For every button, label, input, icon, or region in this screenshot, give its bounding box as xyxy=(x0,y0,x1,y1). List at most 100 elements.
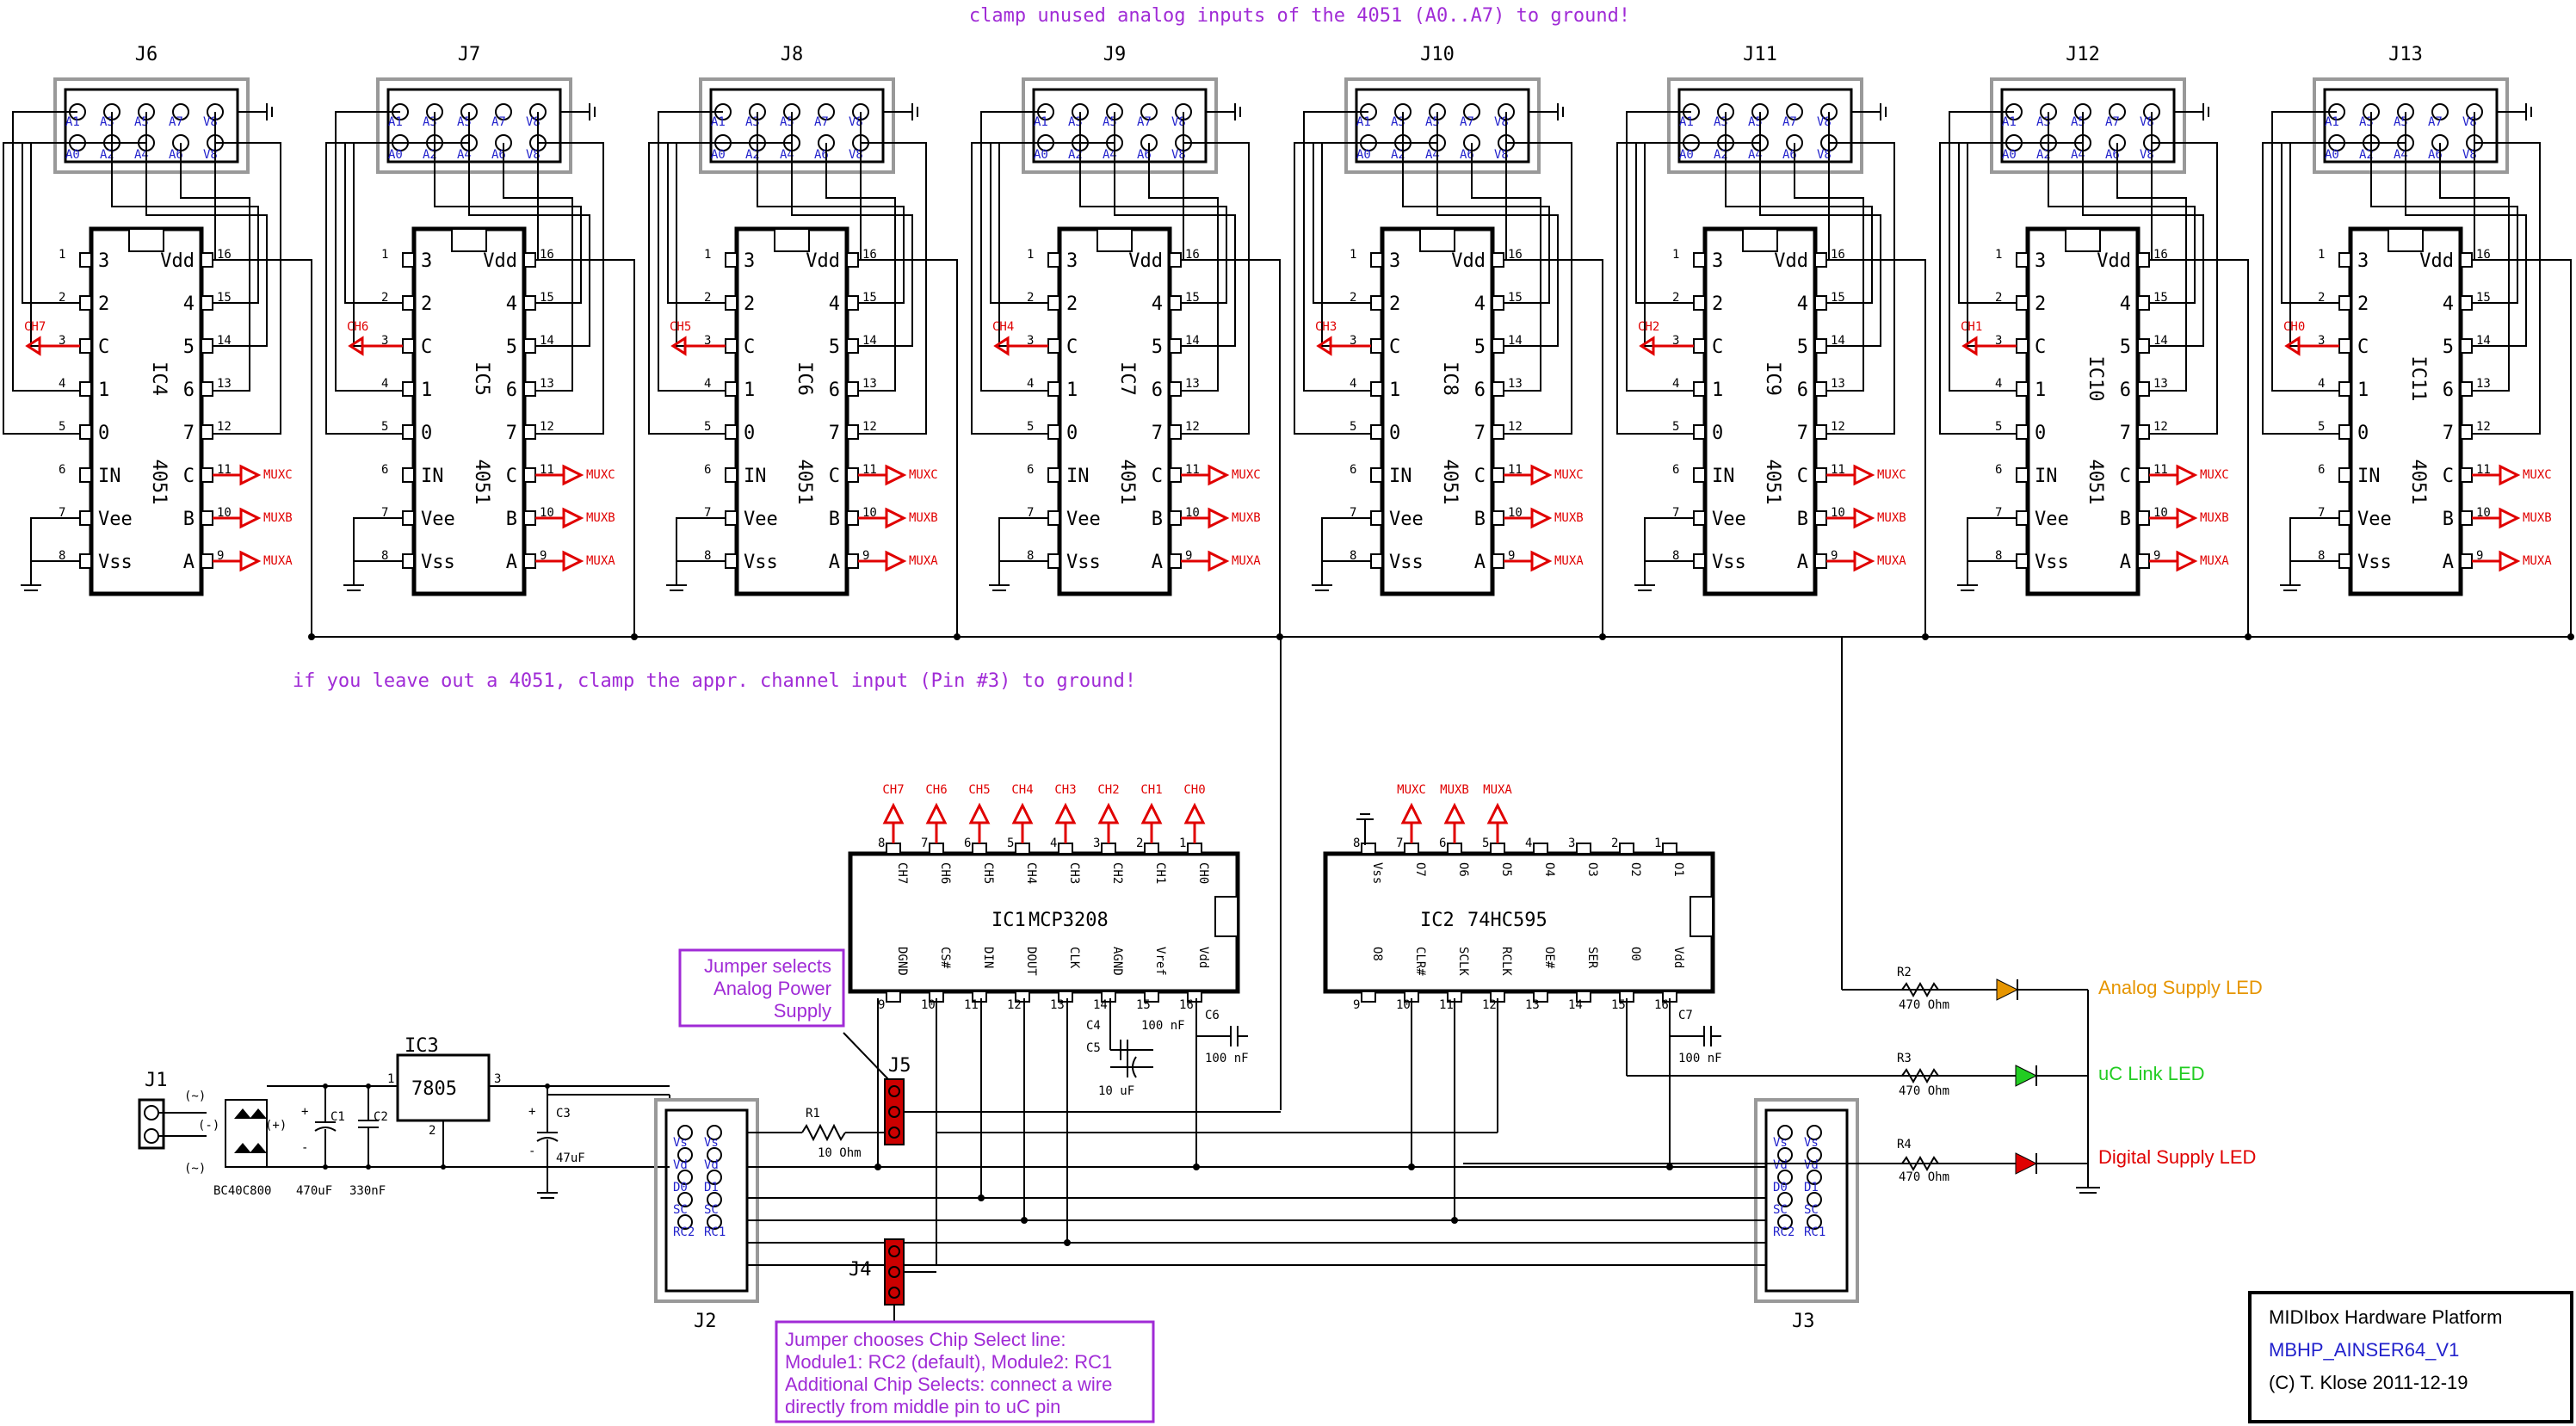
signal-label: MUXB xyxy=(1440,783,1469,797)
mux-ic-body xyxy=(2025,226,2140,596)
header10-pin-label: Vs xyxy=(673,1136,688,1150)
header-pin-label: V8 xyxy=(526,115,541,129)
mux-pin-name: 7 xyxy=(506,423,517,444)
mux-pin-number: 4 xyxy=(1672,377,1679,391)
select-label: MUXC xyxy=(1554,468,1584,482)
mux-pin-number: 1 xyxy=(1995,248,2002,262)
c1-plus: + xyxy=(301,1105,308,1119)
mux-pin-number: 10 xyxy=(1508,506,1523,520)
header10-pin-label: RC1 xyxy=(1804,1225,1825,1239)
header-pin-label: A5 xyxy=(134,115,149,129)
c1-minus: - xyxy=(301,1141,308,1155)
pin-name: O8 xyxy=(1370,947,1384,961)
c6-label: C6 xyxy=(1205,1009,1220,1022)
header10-pin-label: Vs xyxy=(704,1136,719,1150)
r4-label: R4 xyxy=(1897,1138,1912,1151)
mux-pin-name: C xyxy=(1474,466,1486,487)
mux-pin-name: 3 xyxy=(1712,250,1723,272)
mux-pin-name: 4 xyxy=(2120,293,2131,315)
mux-ic-part: 4051 xyxy=(1762,460,1783,505)
header-pin-label: A2 xyxy=(745,148,760,162)
pin-name: DGND xyxy=(895,947,909,976)
pin-number: 4 xyxy=(1525,836,1532,850)
mux-pin-name: A xyxy=(1797,552,1808,573)
mux-pin-number: 11 xyxy=(2153,463,2168,477)
select-arrow-icon xyxy=(2499,507,2521,529)
mux-pin-name: 1 xyxy=(1389,380,1400,401)
mux-pin-number: 8 xyxy=(1350,549,1356,563)
pin-number: 3 xyxy=(1093,836,1100,850)
header10-pin-label: RC1 xyxy=(704,1225,726,1239)
mux-pin-number: 13 xyxy=(217,377,232,391)
r4-value: 470 Ohm xyxy=(1899,1170,1949,1184)
j4-note-line4: directly from middle pin to uC pin xyxy=(785,1396,1060,1417)
j4-jumper[interactable] xyxy=(884,1238,905,1306)
mux-pin-name: Vdd xyxy=(2419,250,2454,272)
mux-pin-name: 4 xyxy=(1152,293,1163,315)
j1-connector xyxy=(138,1098,165,1150)
mux-pin-name: 3 xyxy=(2357,250,2369,272)
mux-pin-number: 10 xyxy=(540,506,554,520)
connector-label: J9 xyxy=(1103,44,1127,65)
select-arrow-icon xyxy=(562,550,584,572)
mux-pin-number: 16 xyxy=(540,248,554,262)
header10-pin-label: D0 xyxy=(673,1181,688,1195)
mux-ic-part: 4051 xyxy=(148,460,170,505)
mux-pin-name: 5 xyxy=(1797,336,1808,358)
mux-pin-name: B xyxy=(829,509,840,530)
digital-supply-led-label: Digital Supply LED xyxy=(2098,1146,2256,1168)
mux-pin-name: C xyxy=(1389,336,1400,358)
select-arrow-icon xyxy=(885,464,907,486)
signal-label: CH5 xyxy=(968,783,990,797)
ic2-part: 74HC595 xyxy=(1467,910,1547,931)
mux-pin-number: 4 xyxy=(1350,377,1356,391)
pin-name: Vref xyxy=(1153,947,1167,976)
mux-pin-name: Vee xyxy=(2357,509,2392,530)
analog-led-icon xyxy=(1996,978,2019,1001)
pin-name: DOUT xyxy=(1024,947,1038,976)
select-arrow-icon xyxy=(1530,550,1553,572)
digital-led-icon xyxy=(2015,1152,2038,1175)
j5-jumper[interactable] xyxy=(884,1078,905,1145)
mux-pin-number: 6 xyxy=(1027,463,1034,477)
select-arrow-icon xyxy=(239,507,262,529)
header-pin-label: A6 xyxy=(1460,148,1474,162)
header-pin-label: A4 xyxy=(2394,148,2408,162)
mux-pin-name: B xyxy=(2443,509,2454,530)
mux-pin-name: 5 xyxy=(2120,336,2131,358)
pin-number: 12 xyxy=(1482,998,1497,1012)
mux-ic-body xyxy=(1057,226,1172,596)
header-pin-label: V8 xyxy=(203,148,218,162)
pin-name: CH3 xyxy=(1067,862,1081,884)
mux-pin-number: 14 xyxy=(1185,334,1200,348)
mux-pin-name: 0 xyxy=(98,423,109,444)
header-pin-label: A6 xyxy=(2428,148,2443,162)
mux-ic-part: 4051 xyxy=(1439,460,1461,505)
mux-pin-number: 7 xyxy=(1995,506,2002,520)
mux-pin-number: 16 xyxy=(1831,248,1845,262)
mux-pin-number: 1 xyxy=(1350,248,1356,262)
header-pin-label: A0 xyxy=(1679,148,1694,162)
mux-ic-ref: IC5 xyxy=(471,361,492,396)
title-block: MIDIbox Hardware Platform MBHP_AINSER64_… xyxy=(2248,1291,2573,1423)
mux-pin-name: 2 xyxy=(1066,293,1078,315)
mux-pin-name: C xyxy=(506,466,517,487)
mux-pin-number: 15 xyxy=(540,291,554,305)
mux-pin-name: 2 xyxy=(2035,293,2046,315)
header-pin-label: A2 xyxy=(2359,148,2374,162)
mux-pin-name: 2 xyxy=(744,293,755,315)
header10-pin-label: D0 xyxy=(1773,1181,1788,1195)
c2-label: C2 xyxy=(374,1110,388,1124)
mux-pin-name: 4 xyxy=(1797,293,1808,315)
mux-pin-name: IN xyxy=(98,466,121,487)
select-arrow-icon xyxy=(1208,507,1230,529)
select-label: MUXA xyxy=(2200,554,2229,568)
mux-pin-name: Vss xyxy=(1712,552,1746,573)
select-label: MUXA xyxy=(1232,554,1261,568)
select-arrow-icon xyxy=(239,464,262,486)
ic2-74hc595: IC2 74HC595 89VssO8710O7CLR#611O6SCLK512… xyxy=(1323,783,1715,1012)
mux-pin-number: 16 xyxy=(1508,248,1523,262)
channel-label: CH3 xyxy=(1315,320,1337,334)
pin-number: 16 xyxy=(1654,998,1669,1012)
